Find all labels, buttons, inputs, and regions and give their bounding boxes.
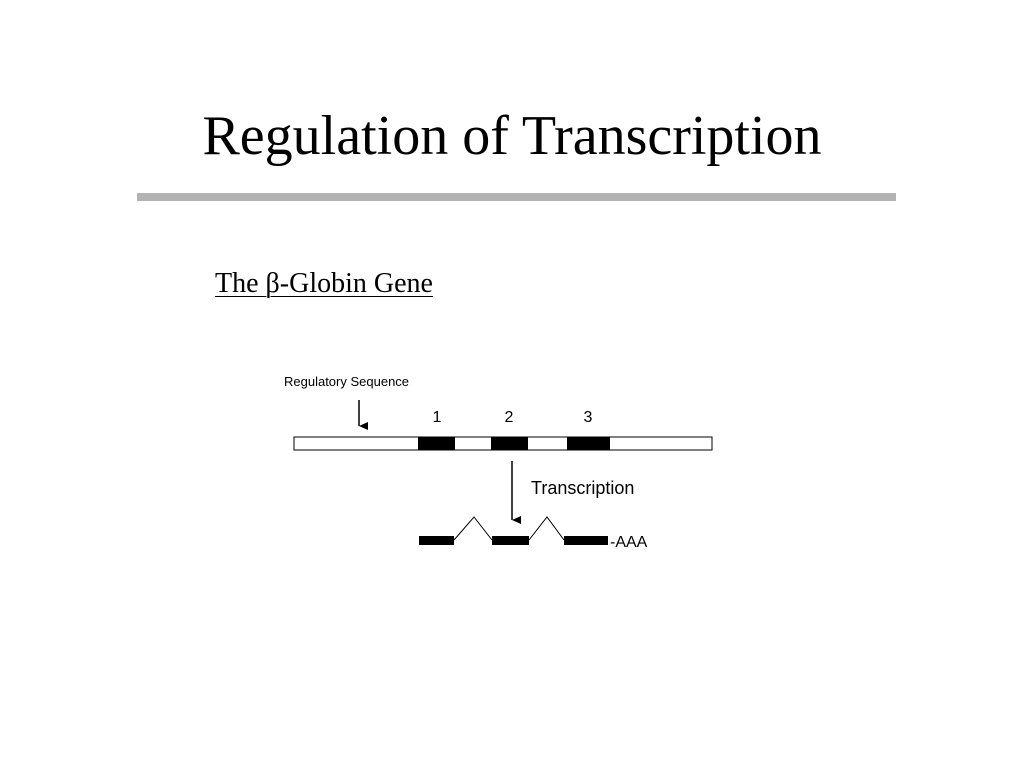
splice-junction-1	[453, 516, 493, 541]
mrna-exon-1	[419, 536, 454, 545]
poly-a-tail-label: -AAA	[610, 534, 648, 551]
exon-1	[418, 437, 455, 450]
mrna-exon-2	[492, 536, 529, 545]
slide-subtitle: The β-Globin Gene	[215, 268, 433, 299]
title-divider	[137, 193, 896, 201]
exon-label-1: 1	[433, 409, 442, 426]
splice-junction-2	[528, 516, 565, 541]
slide-title: Regulation of Transcription	[202, 105, 822, 167]
mrna-exon-3	[564, 536, 608, 545]
transcription-label: Transcription	[531, 478, 634, 498]
exon-label-3: 3	[584, 409, 593, 426]
regulatory-sequence-label: Regulatory Sequence	[284, 374, 409, 389]
exon-label-2: 2	[505, 409, 514, 426]
exon-3	[567, 437, 610, 450]
exon-2	[491, 437, 528, 450]
